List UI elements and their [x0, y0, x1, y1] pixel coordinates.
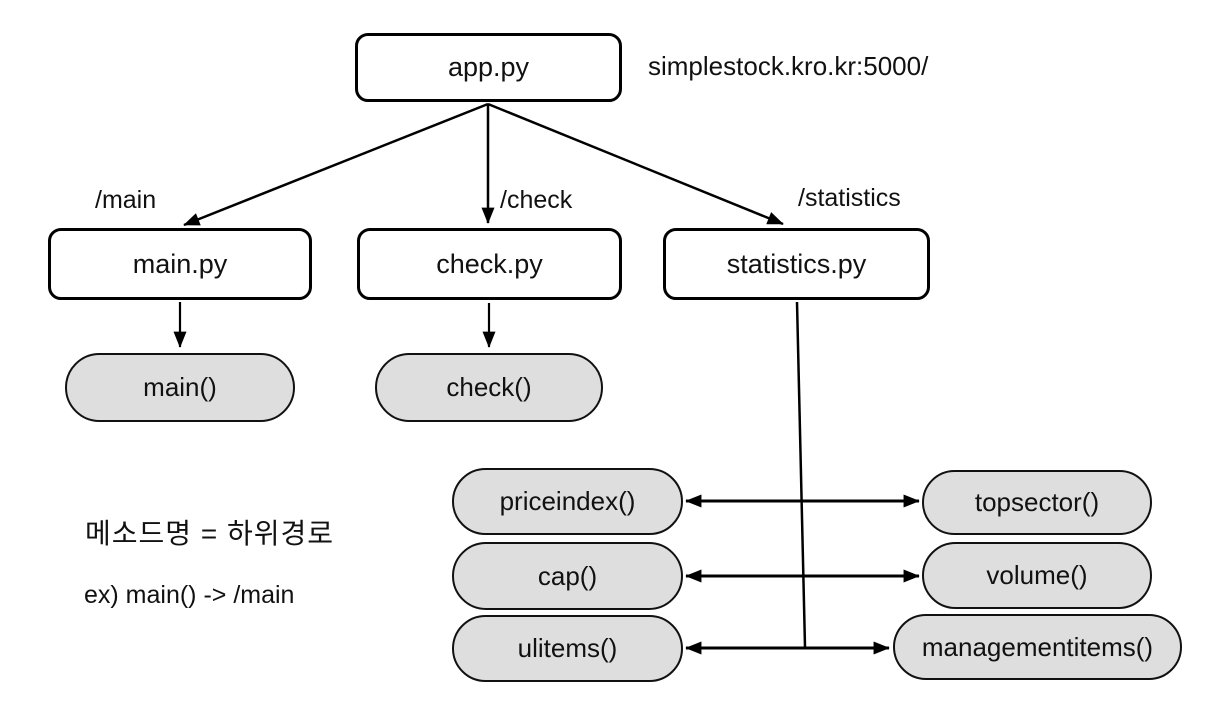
- method-pill-topsector: topsector(): [922, 470, 1152, 535]
- node-main-py-label: main.py: [132, 248, 228, 279]
- method-pill-ulitems: ulitems(): [452, 615, 683, 682]
- method-pill-main: main(): [65, 353, 295, 422]
- server-address-label: simplestock.kro.kr:5000/: [648, 51, 929, 81]
- method-pill-cap: cap(): [452, 542, 683, 610]
- method-pill-volume-label: volume(): [986, 560, 1088, 590]
- node-main-py: main.py: [48, 228, 312, 300]
- route-label-statistics: /statistics: [798, 184, 901, 212]
- node-app-py-label: app.py: [447, 52, 530, 82]
- note-method-equals-subpath: 메소드명 = 하위경로: [85, 518, 334, 549]
- method-pill-topsector-label: topsector(): [974, 487, 1100, 517]
- node-statistics-py-label: statistics.py: [726, 248, 867, 279]
- method-pill-ulitems-label: ulitems(): [517, 633, 618, 663]
- method-pill-priceindex: priceindex(): [452, 468, 683, 535]
- node-statistics-py: statistics.py: [663, 228, 930, 300]
- route-label-main: /main: [95, 186, 157, 214]
- method-pill-managementitems-label: managementitems(): [921, 631, 1154, 662]
- route-label-check: /check: [500, 186, 573, 214]
- method-pill-main-label: main(): [143, 372, 217, 402]
- method-pill-managementitems: managementitems(): [893, 614, 1182, 680]
- node-check-py: check.py: [357, 228, 622, 300]
- arrow-app-to-main: [183, 102, 489, 227]
- line-statistics-to-methods: [795, 301, 807, 648]
- method-pill-volume: volume(): [922, 542, 1152, 609]
- note-example: ex) main() -> /main: [84, 581, 295, 609]
- method-pill-cap-label: cap(): [537, 560, 598, 591]
- node-app-py: app.py: [355, 33, 622, 102]
- method-pill-check: check(): [375, 353, 603, 422]
- node-check-py-label: check.py: [436, 248, 543, 279]
- method-pill-priceindex-label: priceindex(): [499, 486, 636, 516]
- method-pill-check-label: check(): [446, 372, 532, 402]
